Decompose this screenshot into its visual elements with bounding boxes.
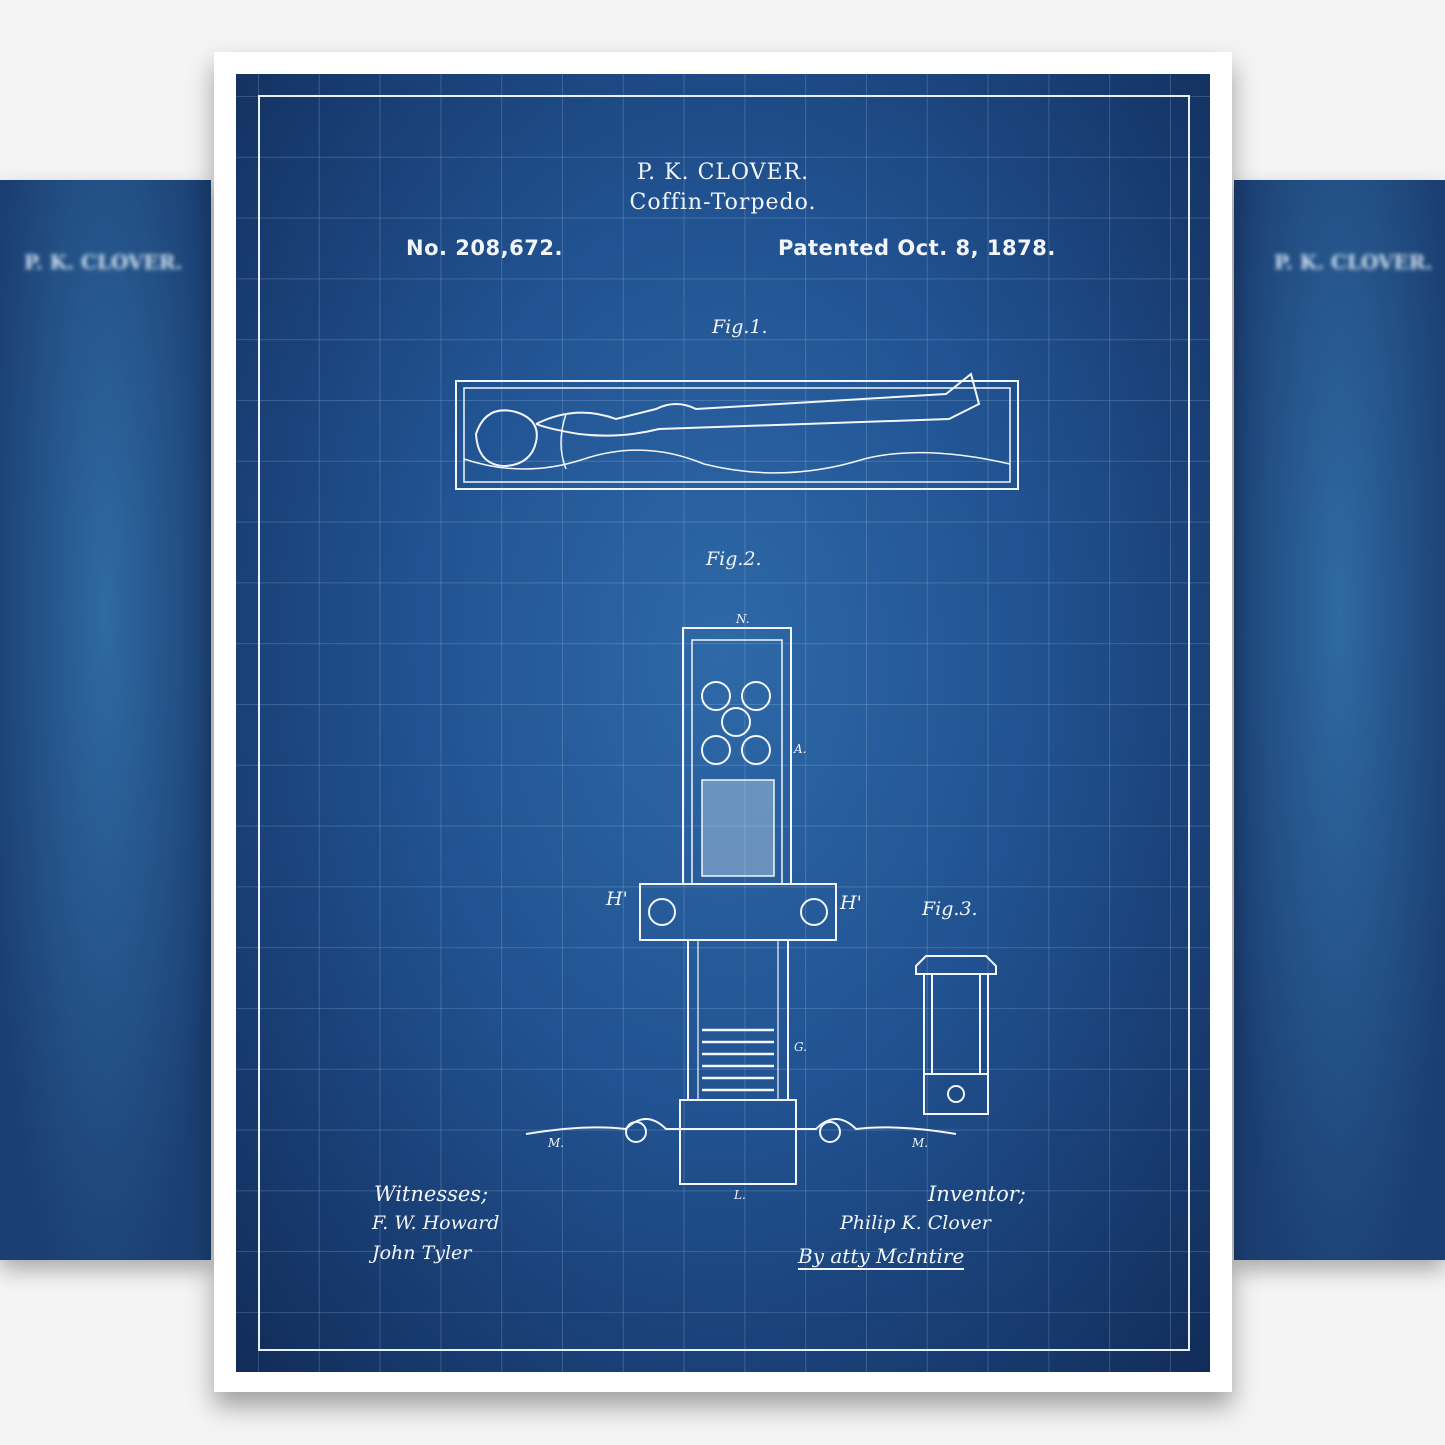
label-n: N.	[736, 612, 750, 626]
attorney-signature: By atty McIntire	[798, 1244, 964, 1270]
fig1-coffin-drawing	[456, 374, 1018, 489]
fig2-torpedo-drawing	[526, 628, 956, 1184]
label-g: G.	[794, 1040, 807, 1054]
poster-frame: P. K. CLOVER. Coffin-Torpedo. No. 208,67…	[214, 52, 1232, 1392]
blurred-title: P. K. CLOVER.	[24, 250, 182, 274]
fig3-drawing	[916, 956, 996, 1114]
label-l: L.	[734, 1188, 746, 1202]
label-m-left: M.	[548, 1136, 564, 1150]
label-h-prime-left: H'	[606, 888, 628, 910]
blueprint-print: P. K. CLOVER. Coffin-Torpedo. No. 208,67…	[236, 74, 1210, 1372]
blurred-title: P. K. CLOVER.	[1274, 250, 1432, 274]
witness-signature-2: John Tyler	[372, 1242, 471, 1264]
blurred-poster-right: P. K. CLOVER.	[1234, 180, 1445, 1260]
label-a: A.	[794, 742, 806, 756]
witnesses-label: Witnesses;	[374, 1182, 488, 1206]
witness-signature-1: F. W. Howard	[372, 1212, 499, 1234]
patent-drawings	[236, 74, 1210, 1372]
label-h-prime-right: H'	[840, 892, 862, 914]
label-m-right: M.	[912, 1136, 928, 1150]
inventor-label: Inventor;	[928, 1182, 1026, 1206]
inventor-signature: Philip K. Clover	[840, 1212, 991, 1234]
blurred-poster-left: P. K. CLOVER.	[0, 180, 211, 1260]
